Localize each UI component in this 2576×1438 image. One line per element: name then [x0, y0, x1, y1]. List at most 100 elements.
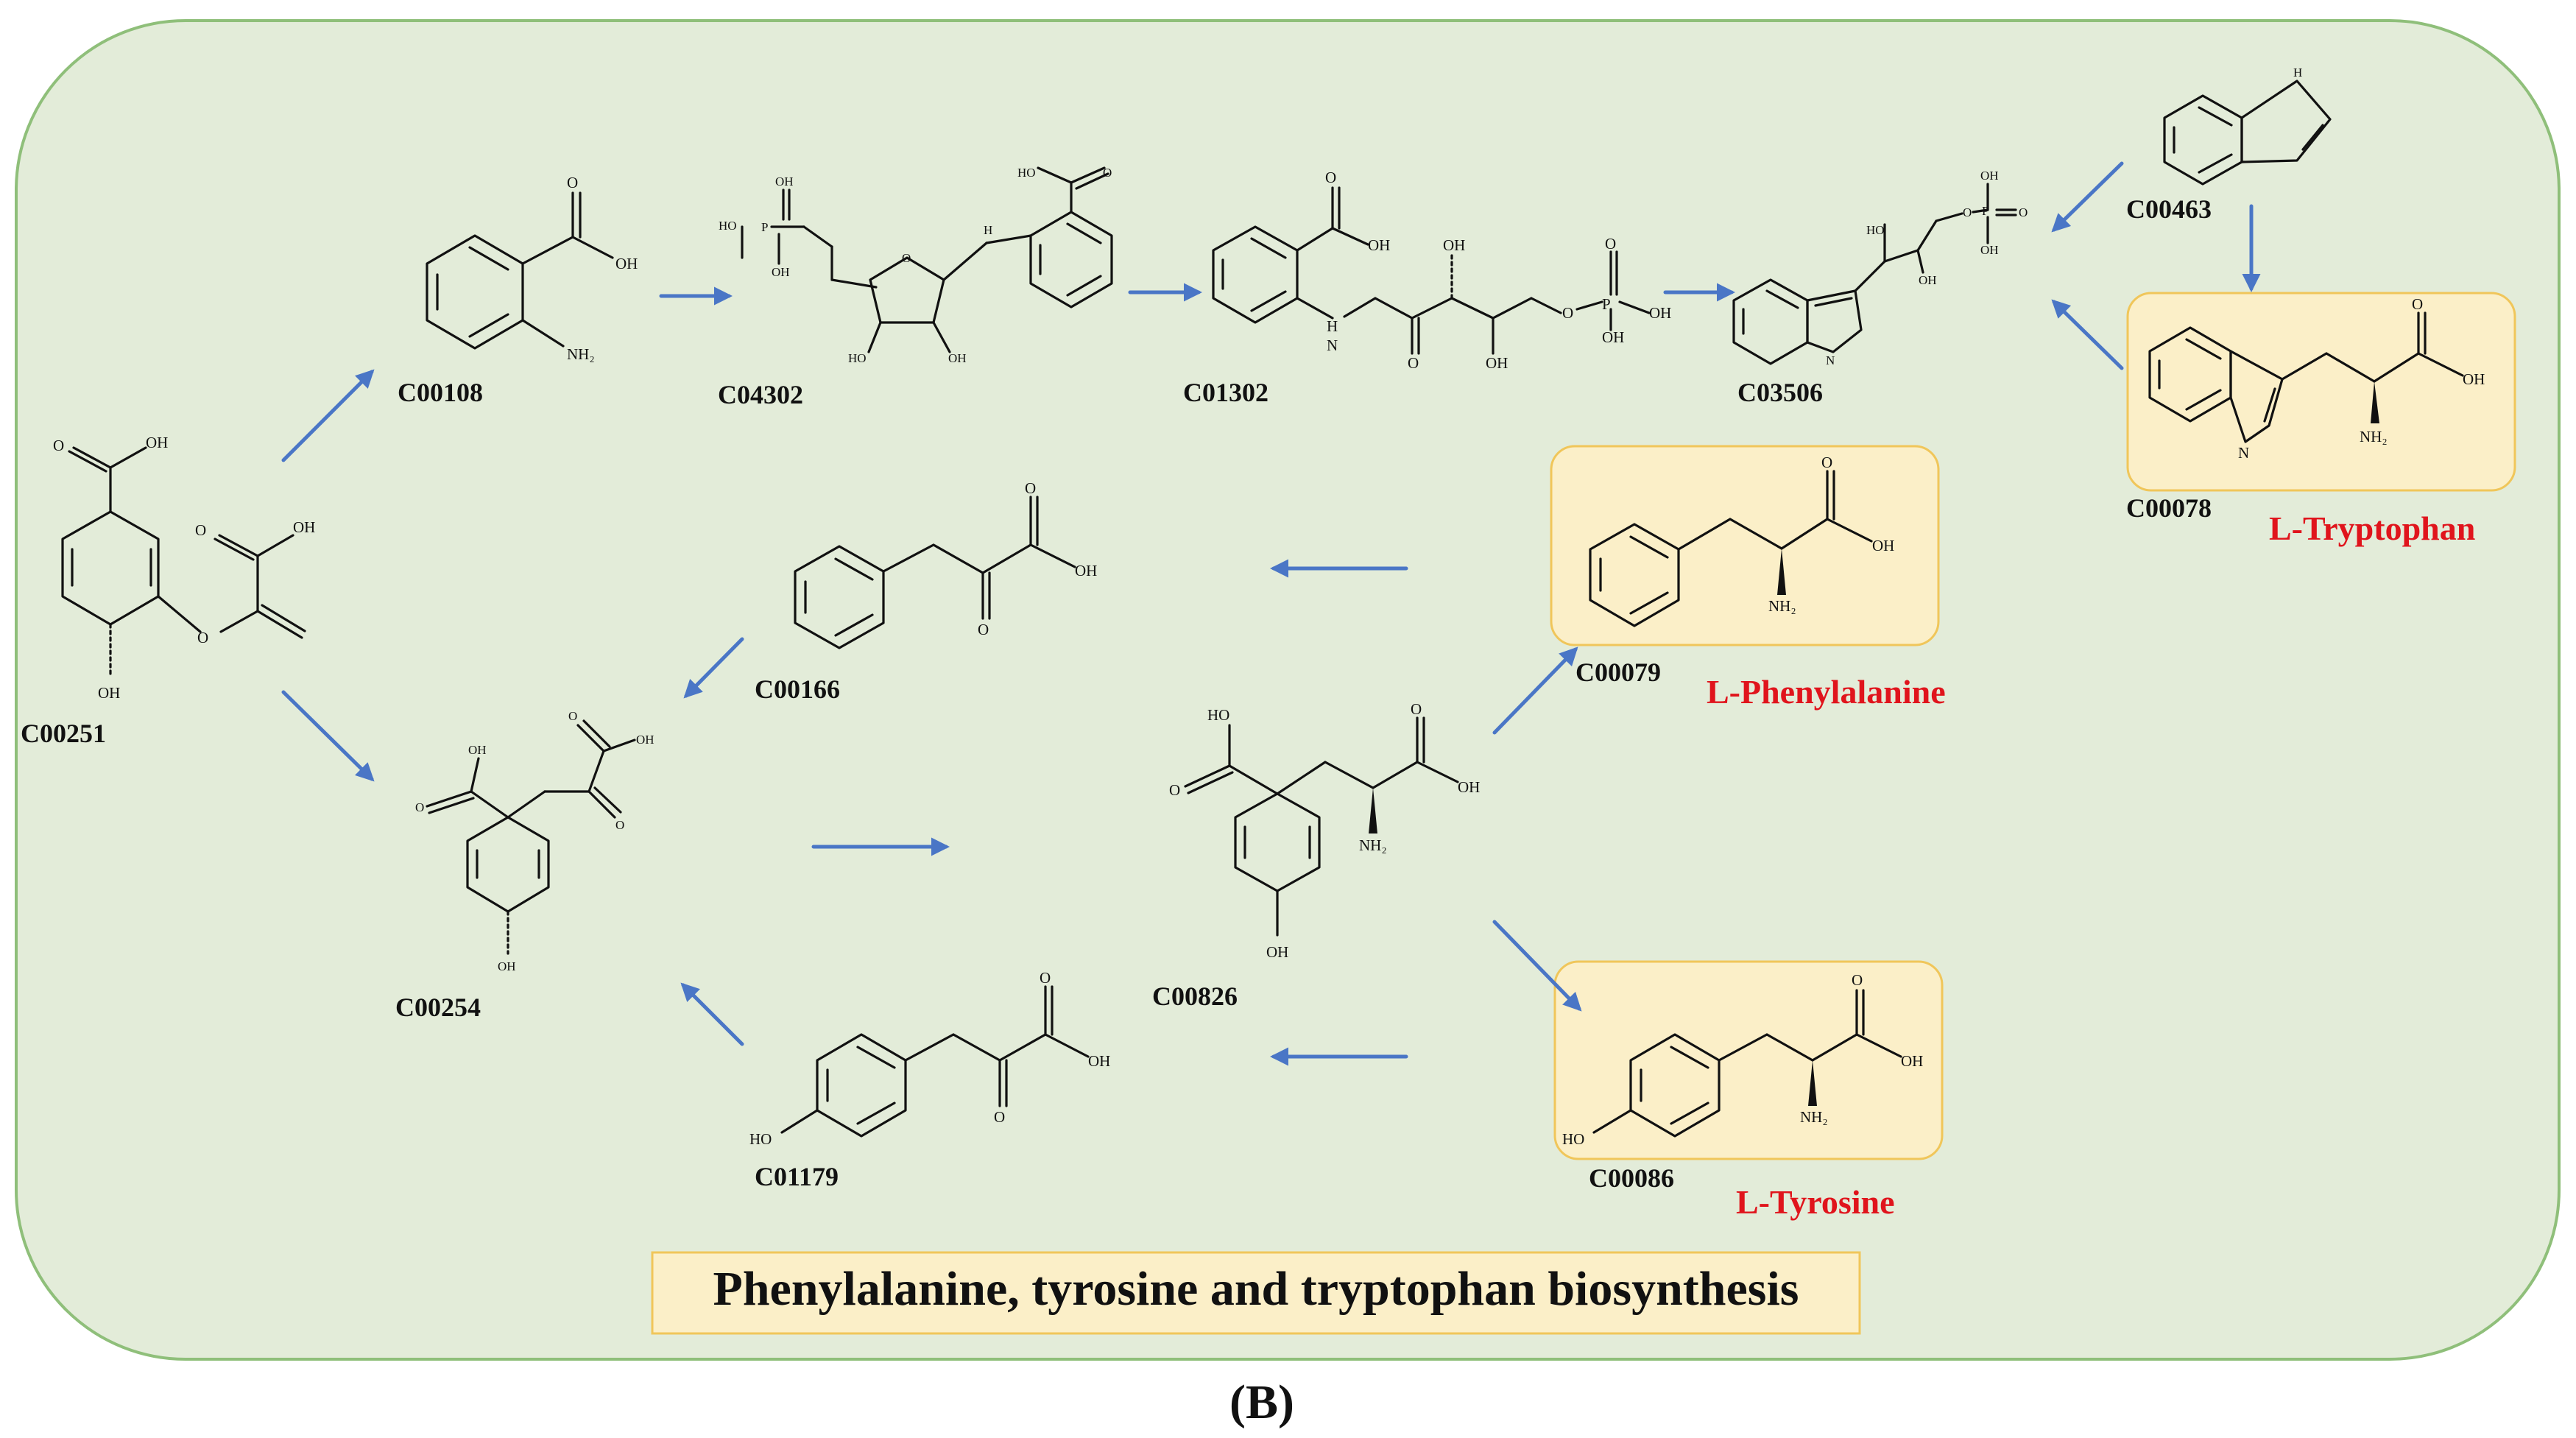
- atom-label: HO: [1017, 166, 1036, 180]
- atom-label: O: [1562, 304, 1573, 322]
- compound-id-c03506: C03506: [1737, 378, 1823, 407]
- atom-label: NH₂: [567, 345, 595, 363]
- atom-label: OH: [1901, 1052, 1923, 1070]
- arrow-c00826-to-c00086: [1492, 920, 1582, 1012]
- atom-label: N: [2238, 444, 2249, 462]
- atom-label: OH: [1443, 236, 1465, 254]
- arrow-c00078-to-c03506: [2051, 299, 2124, 370]
- atom-label: O: [1325, 169, 1336, 186]
- atom-label: H: [984, 223, 992, 237]
- highlight-box-tyrosine: [1553, 960, 1944, 1160]
- compound-id-c00166: C00166: [755, 674, 840, 704]
- reaction-arrows: [281, 161, 2261, 1066]
- atom-label: OH: [948, 351, 967, 365]
- atom-label: P: [1602, 295, 1611, 313]
- atom-label: OH: [1458, 778, 1480, 796]
- molecule-c00079: O OH NH₂: [1589, 454, 1894, 627]
- atom-label: O: [1025, 479, 1036, 497]
- atom-label: O: [1852, 971, 1863, 989]
- atom-label: O: [994, 1108, 1005, 1126]
- atom-label: H: [1327, 317, 1338, 335]
- atom-label: OH: [468, 743, 487, 757]
- atom-label: O: [1963, 205, 1972, 219]
- atom-label: OH: [775, 175, 794, 188]
- molecule-c00254: OH O O OH O OH: [415, 709, 654, 973]
- title-box: [651, 1251, 1861, 1335]
- molecule-c00166: O OH O: [794, 479, 1097, 649]
- atom-label: NH₂: [1359, 836, 1387, 854]
- atom-label: OH: [498, 959, 516, 973]
- atom-label: OH: [1602, 328, 1624, 346]
- atom-label: O: [902, 251, 911, 265]
- molecule-c00463: H: [2163, 66, 2332, 186]
- molecule-c00251: O OH O OH O OH: [53, 434, 315, 702]
- atom-label: O: [568, 709, 577, 723]
- compound-id-c01302: C01302: [1183, 378, 1268, 407]
- arrow-c00166-to-c00254: [683, 637, 744, 699]
- atom-label: OH: [1075, 562, 1097, 579]
- atom-label: OH: [146, 434, 168, 451]
- panel-label: (B): [1229, 1375, 1294, 1429]
- atom-label: HO: [1207, 706, 1229, 724]
- atom-label: OH: [1980, 243, 1999, 257]
- atom-label: NH₂: [1768, 597, 1796, 615]
- atom-label: O: [1821, 454, 1832, 471]
- atom-label: HO: [1866, 223, 1885, 237]
- atom-label: OH: [1368, 236, 1390, 254]
- atom-label: HO: [749, 1130, 772, 1148]
- atom-label: O: [1408, 354, 1419, 372]
- molecule-c00078: O OH NH₂ N: [2148, 295, 2485, 462]
- compound-id-c01179: C01179: [755, 1162, 839, 1191]
- pathway-title: Phenylalanine, tyrosine and tryptophan b…: [713, 1262, 1799, 1316]
- arrow-c00463-to-c03506: [2051, 161, 2124, 233]
- molecule-c00108: O OH NH₂: [426, 174, 638, 363]
- atom-label: NH₂: [2360, 428, 2388, 445]
- atom-label: O: [1103, 166, 1112, 180]
- atom-label: O: [2412, 295, 2423, 313]
- atom-label: P: [761, 220, 768, 234]
- arrow-c01179-to-c00254: [680, 982, 744, 1046]
- atom-label: O: [1605, 235, 1616, 253]
- atom-label: O: [197, 629, 208, 646]
- molecule-c01179: O OH O HO: [749, 969, 1110, 1148]
- atom-label: O: [1411, 700, 1422, 718]
- atom-label: H: [2293, 66, 2302, 80]
- compound-id-c00826: C00826: [1152, 981, 1238, 1011]
- atom-label: OH: [1872, 537, 1894, 554]
- atom-label: OH: [636, 733, 654, 747]
- compound-id-c00254: C00254: [395, 993, 481, 1022]
- compound-name-l-tyrosine: L-Tyrosine: [1736, 1183, 1895, 1221]
- atom-label: OH: [98, 684, 120, 702]
- atom-label: P: [1982, 204, 1989, 218]
- atom-label: OH: [1649, 304, 1671, 322]
- compound-name-l-tryptophan: L-Tryptophan: [2269, 510, 2475, 547]
- highlight-box-phenylalanine: [1550, 445, 1940, 646]
- arrow-c00251-to-c00108: [281, 369, 375, 462]
- molecule-c01302: O OH H N O OH OH O P O OH OH: [1212, 169, 1671, 372]
- molecule-c00086: O OH NH₂ HO: [1562, 971, 1923, 1148]
- atom-label: OH: [2463, 370, 2485, 388]
- atom-label: O: [1169, 781, 1180, 799]
- compound-id-c00108: C00108: [398, 378, 483, 407]
- atom-label: O: [415, 800, 424, 814]
- atom-label: O: [53, 437, 64, 454]
- compound-id-c00078: C00078: [2126, 493, 2212, 523]
- atom-label: O: [615, 818, 624, 832]
- atom-label: HO: [848, 351, 867, 365]
- atom-label: O: [978, 621, 989, 638]
- molecule-c04302: OH HO P OH O HO OH H HO O: [719, 166, 1113, 365]
- compound-id-c00086: C00086: [1589, 1163, 1674, 1193]
- atom-label: OH: [1919, 273, 1937, 287]
- atom-label: OH: [1486, 354, 1508, 372]
- molecule-c00826: HO O O OH NH₂ OH: [1169, 700, 1480, 961]
- atom-label: O: [1040, 969, 1051, 987]
- compound-id-c00463: C00463: [2126, 194, 2212, 224]
- atom-label: O: [2019, 205, 2028, 219]
- atom-label: N: [1826, 353, 1835, 367]
- compound-id-c00079: C00079: [1575, 658, 1661, 687]
- atom-label: OH: [1266, 943, 1288, 961]
- compound-id-c04302: C04302: [718, 380, 803, 409]
- atom-label: HO: [1562, 1130, 1584, 1148]
- atom-label: O: [567, 174, 578, 191]
- atom-label: OH: [615, 255, 638, 272]
